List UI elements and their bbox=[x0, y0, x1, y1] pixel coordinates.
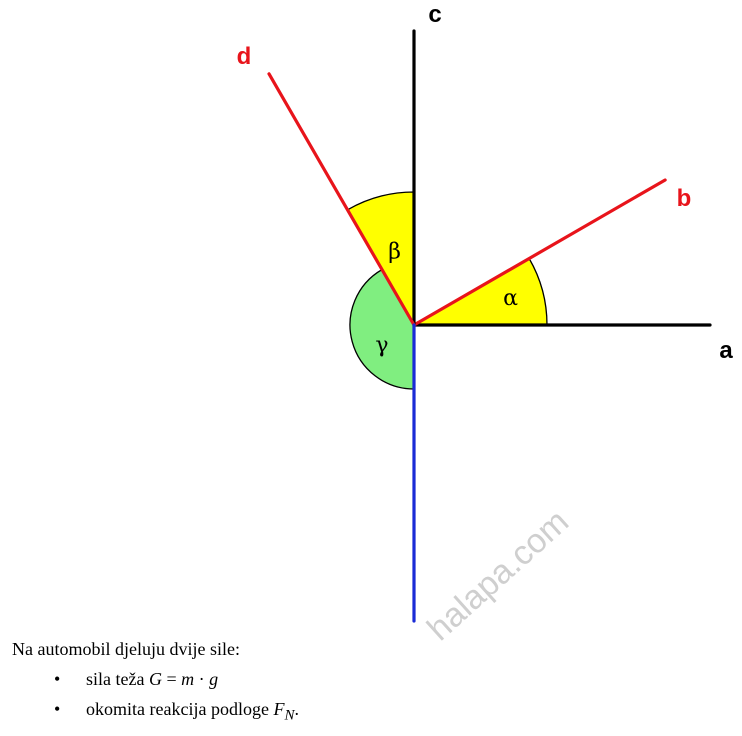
normal-force-text: okomita reakcija podloge bbox=[86, 699, 274, 719]
force-description: Na automobil djeluju dvije sile: • sila … bbox=[12, 634, 732, 731]
list-item-normal-force: • okomita reakcija podloge FN. bbox=[12, 694, 732, 731]
formula-dot: · bbox=[194, 669, 210, 689]
intro-text: Na automobil djeluju dvije sile: bbox=[12, 639, 240, 659]
formula-period: . bbox=[294, 699, 299, 719]
formula-m: m bbox=[181, 669, 195, 689]
angle-label-beta: β bbox=[388, 240, 401, 265]
formula-g: g bbox=[209, 669, 219, 689]
formula-G: G bbox=[148, 669, 162, 689]
angle-label-alpha: α bbox=[503, 286, 518, 311]
rays bbox=[267, 29, 712, 623]
angle-diagram: α β γ a b c d bbox=[237, 1, 734, 623]
ray-d bbox=[267, 72, 416, 327]
formula-N: N bbox=[284, 707, 295, 724]
angle-labels: α β γ bbox=[375, 240, 518, 358]
gravity-text: sila teža bbox=[86, 669, 149, 689]
force-list: • sila teža G = m · g • okomita reakcija… bbox=[12, 664, 732, 731]
bullet-icon: • bbox=[54, 699, 61, 719]
ray-label-d: d bbox=[237, 43, 252, 70]
angle-label-gamma: γ bbox=[375, 333, 388, 358]
ray-b bbox=[412, 178, 667, 327]
ray-labels: a b c d bbox=[237, 1, 734, 364]
formula-equals: = bbox=[161, 669, 182, 689]
formula-F: F bbox=[273, 699, 285, 719]
ray-label-b: b bbox=[677, 185, 692, 212]
ray-label-c: c bbox=[428, 1, 441, 28]
ray-label-a: a bbox=[719, 337, 733, 364]
bullet-icon: • bbox=[54, 669, 61, 689]
list-item-gravity: • sila teža G = m · g bbox=[12, 664, 732, 694]
